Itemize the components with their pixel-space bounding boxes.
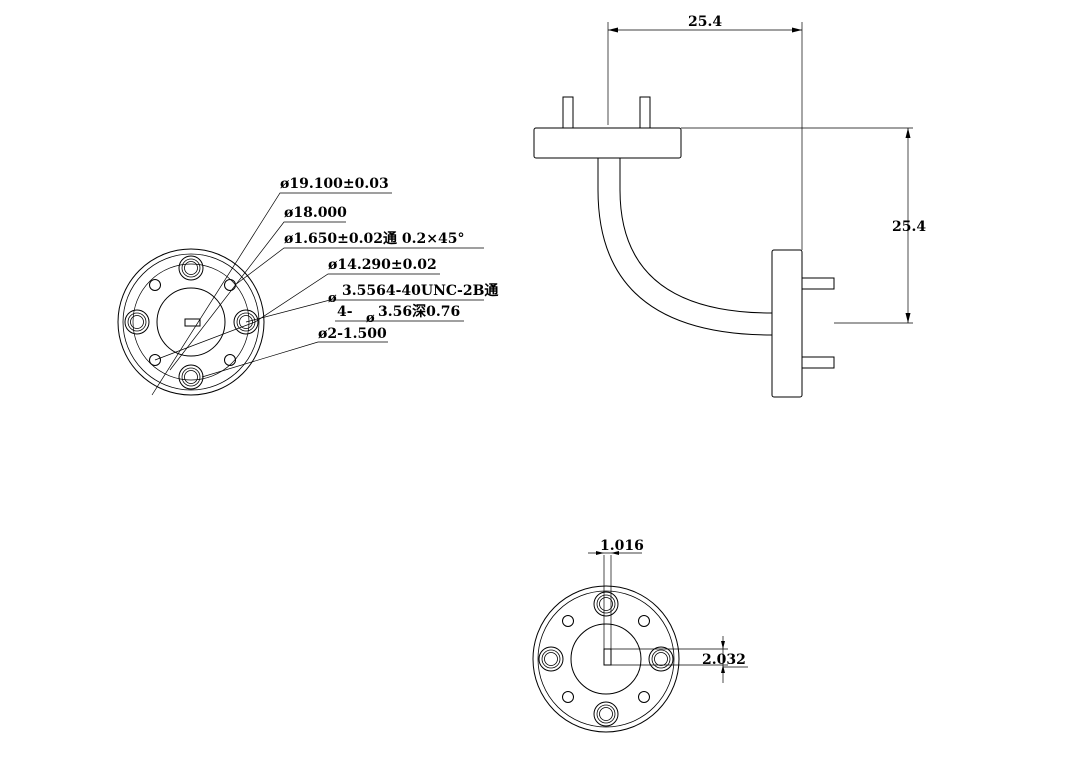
callout-thread: 3.5564-40UNC-2B通	[342, 283, 498, 299]
end-threaded-holes	[538, 591, 674, 727]
waveguide-aperture	[184, 318, 201, 327]
callout-counterbore: 3.56深0.76	[378, 303, 460, 320]
callout-leaders	[151, 192, 484, 396]
side-view: 25.4 25.4	[533, 14, 926, 398]
dim-width-label: 1.016	[600, 538, 644, 554]
diameter-symbol-2: ø	[366, 311, 375, 326]
callout-outer-diameter: ø19.100±0.03	[280, 176, 389, 192]
dim-horizontal-label: 25.4	[688, 14, 722, 30]
dim-horizontal	[607, 22, 803, 250]
dim-vertical	[681, 127, 913, 324]
bend-outer-edge	[597, 158, 773, 336]
small-holes	[149, 279, 236, 366]
end-aperture	[603, 648, 612, 666]
callout-pin-hole: ø1.650±0.02通 0.2×45°	[284, 231, 464, 247]
dim-vertical-label: 25.4	[892, 219, 926, 235]
front-view: ø19.100±0.03 ø18.000 ø1.650±0.02通 0.2×45…	[117, 176, 498, 396]
end-view: 1.016 2.032	[532, 538, 748, 733]
top-flange	[533, 127, 682, 159]
top-flange-pin-right	[639, 96, 651, 129]
right-flange	[771, 249, 803, 398]
end-flange-bevel	[537, 590, 675, 728]
callout-bolt-circle: ø14.290±0.02	[328, 257, 437, 273]
flange-bevel-circle	[122, 253, 260, 391]
end-flange-outer	[532, 585, 680, 733]
callout-counterbore-count: 4-	[337, 304, 353, 320]
end-flange-boss	[570, 623, 642, 695]
bolt-circle	[132, 263, 250, 381]
diameter-symbol-1: ø	[328, 291, 337, 306]
dim-height	[611, 636, 748, 683]
top-flange-pin-left	[562, 96, 574, 129]
right-flange-pin-bottom	[801, 356, 835, 369]
end-small-holes	[562, 615, 650, 703]
dim-width	[588, 551, 642, 649]
bend-inner-edge	[619, 158, 773, 314]
right-flange-pin-top	[801, 277, 835, 290]
flange-outer-circle	[117, 248, 265, 396]
dim-height-label: 2.032	[702, 652, 746, 668]
flange-center-boss	[156, 287, 226, 357]
threaded-holes	[124, 255, 259, 390]
callout-small-holes: ø2-1.500	[318, 326, 387, 342]
callout-bevel-diameter: ø18.000	[284, 205, 347, 221]
